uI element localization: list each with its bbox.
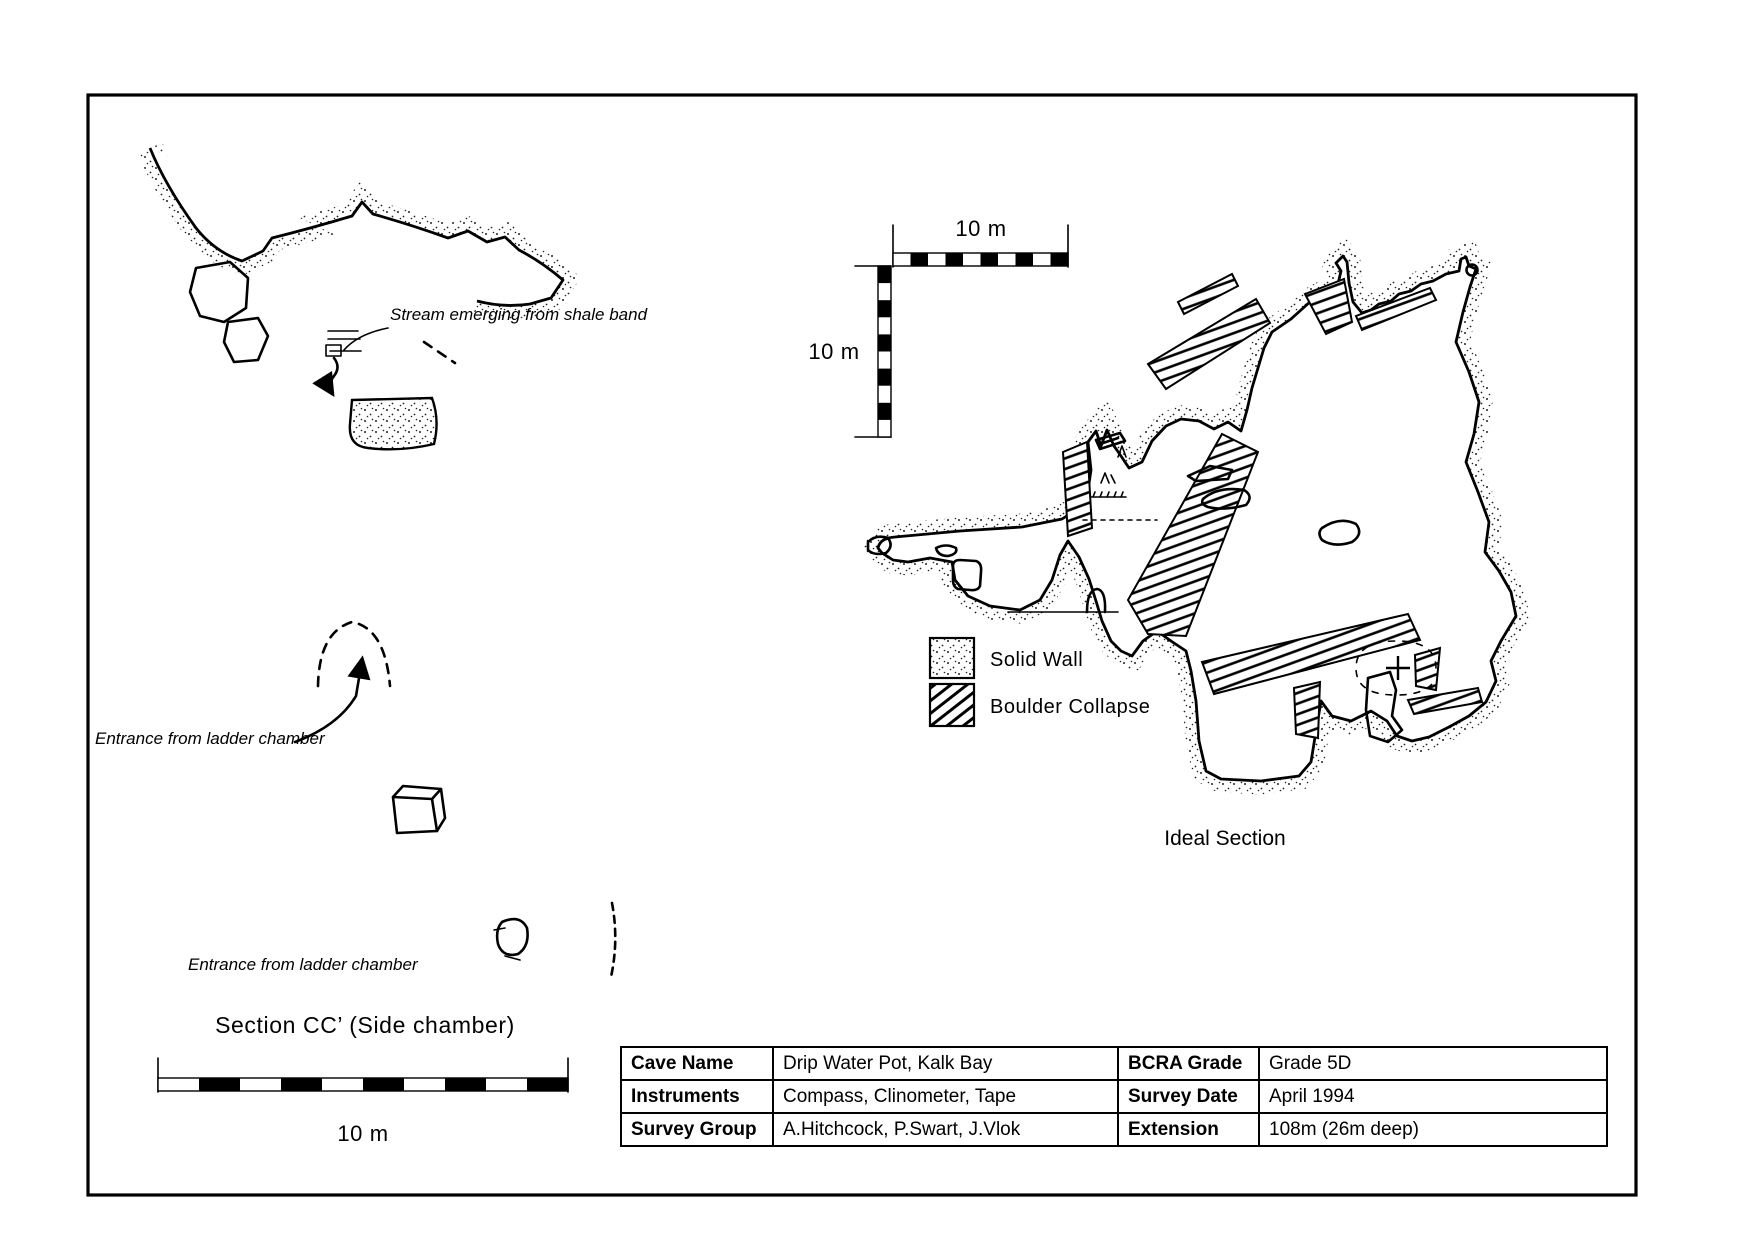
chamber-dashed-wall <box>609 901 617 979</box>
cave-name-label: Cave Name <box>620 1046 774 1081</box>
rock-island <box>1200 487 1251 510</box>
scale-bar-ideal-h <box>892 224 1069 268</box>
ideal-scale-h-label: 10 m <box>955 216 1006 241</box>
ideal-section-title: Ideal Section <box>1164 827 1285 850</box>
section-cc-drawing <box>137 142 617 979</box>
shale-ledge <box>325 330 362 357</box>
boulder <box>222 316 270 364</box>
annotation-entrance-lower: Entrance from ladder chamber <box>188 955 419 974</box>
survey-info-table: Cave Name Drip Water Pot, Kalk Bay BCRA … <box>620 1046 1608 1147</box>
table-row: Instruments Compass, Clinometer, Tape Su… <box>620 1079 1608 1114</box>
legend-label-solid-wall: Solid Wall <box>990 649 1083 671</box>
arch-mark <box>1085 587 1107 614</box>
dashed-passage <box>422 340 457 365</box>
survey-group-value: A.Hitchcock, P.Swart, J.Vlok <box>772 1112 1119 1147</box>
table-row: Survey Group A.Hitchcock, P.Swart, J.Vlo… <box>620 1112 1608 1147</box>
section-cc-outline <box>148 147 565 307</box>
pillar-rock <box>1364 670 1404 744</box>
chamber-mark <box>493 927 521 961</box>
annotation-stream: Stream emerging from shale band <box>390 305 648 324</box>
instruments-label: Instruments <box>620 1079 774 1114</box>
entrance-nub <box>1465 263 1479 277</box>
boulder <box>188 260 250 324</box>
slab-rock <box>1094 431 1127 451</box>
arm-tip-rock <box>866 535 892 556</box>
section-cc-title: Section CC’ (Side chamber) <box>215 1012 515 1038</box>
survey-group-label: Survey Group <box>620 1112 774 1147</box>
rock-island <box>1318 519 1361 546</box>
scale-bar-section <box>157 1057 569 1093</box>
instruments-value: Compass, Clinometer, Tape <box>772 1079 1119 1114</box>
entrance-dome-dashed <box>316 620 392 688</box>
ridge-ticks <box>1089 491 1127 498</box>
sheet-frame <box>86 93 1638 1197</box>
extension-value: 108m (26m deep) <box>1258 1112 1608 1147</box>
survey-date-value: April 1994 <box>1258 1079 1608 1114</box>
legend: Solid Wall Boulder Collapse <box>928 636 1150 728</box>
ideal-section-drawing <box>863 234 1531 795</box>
legend-swatch-solid-wall <box>928 636 976 680</box>
cube-boulder <box>391 784 447 835</box>
chamber-boulder <box>495 917 529 957</box>
stream-leader <box>343 327 389 351</box>
stream-arrow <box>312 356 339 397</box>
entrance-arrow <box>293 655 371 744</box>
extension-label: Extension <box>1117 1112 1260 1147</box>
bench-rock <box>1186 464 1234 483</box>
bcra-grade-label: BCRA Grade <box>1117 1046 1260 1081</box>
cave-name-value: Drip Water Pot, Kalk Bay <box>772 1046 1119 1081</box>
box-rock <box>951 558 983 592</box>
boulder-collapse-areas <box>1061 272 1484 740</box>
section-cc-scale-label: 10 m <box>337 1121 388 1146</box>
table-row: Cave Name Drip Water Pot, Kalk Bay BCRA … <box>620 1046 1608 1081</box>
floor-marks <box>1100 445 1127 484</box>
survey-date-label: Survey Date <box>1117 1079 1260 1114</box>
small-rock <box>934 544 958 558</box>
ideal-scale-v-label: 10 m <box>808 339 859 364</box>
scale-bar-ideal-v <box>854 265 892 438</box>
rock-pillar <box>348 396 438 451</box>
station-cross <box>1386 656 1410 680</box>
annotation-entrance-upper: Entrance from ladder chamber <box>95 729 326 748</box>
bcra-grade-value: Grade 5D <box>1258 1046 1608 1081</box>
legend-swatch-boulder-collapse <box>928 682 976 728</box>
legend-label-boulder-collapse: Boulder Collapse <box>990 696 1150 718</box>
